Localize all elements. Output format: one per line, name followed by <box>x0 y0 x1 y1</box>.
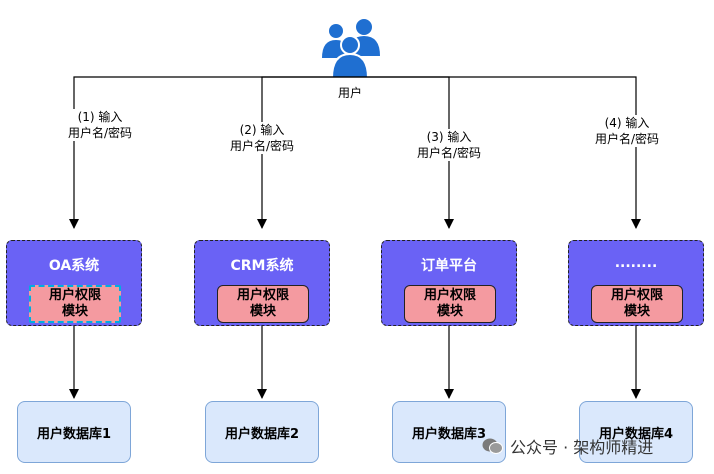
edge-step-4: (4) 输入 <box>604 116 650 130</box>
system-crm[interactable]: CRM系统 用户权限 模块 <box>194 240 330 326</box>
database-4[interactable]: 用户数据库4 <box>579 401 693 463</box>
edge-label-3: (3) 输入 用户名/密码 <box>416 129 482 161</box>
watermark-text: 公众号 · 架构师精进 <box>510 438 654 457</box>
edge-user-oa <box>69 76 350 229</box>
edge-text-3: 用户名/密码 <box>416 146 482 160</box>
edge-text-2: 用户名/密码 <box>229 139 295 153</box>
system-title: 订单平台 <box>421 258 477 274</box>
system-title: ........ <box>614 255 658 271</box>
watermark: 公众号 · 架构师精进 <box>482 434 653 458</box>
system-oa[interactable]: OA系统 用户权限 模块 <box>6 240 142 326</box>
system-order[interactable]: 订单平台 用户权限 模块 <box>381 240 517 326</box>
database-2[interactable]: 用户数据库2 <box>205 401 319 463</box>
edge-label-1: (1) 输入 用户名/密码 <box>67 109 133 141</box>
system-other[interactable]: ........ 用户权限 模块 <box>568 240 704 326</box>
system-title: OA系统 <box>48 258 100 274</box>
permission-module[interactable]: 用户权限 模块 <box>591 285 683 323</box>
user-label: 用户 <box>337 86 363 100</box>
wechat-icon <box>482 438 503 454</box>
edge-user-other <box>350 76 641 229</box>
database-3[interactable]: 用户数据库3 <box>392 401 506 463</box>
system-title: CRM系统 <box>230 258 294 274</box>
edge-label-4: (4) 输入 用户名/密码 <box>594 115 660 147</box>
edge-text-4: 用户名/密码 <box>594 132 660 146</box>
edge-text-1: 用户名/密码 <box>67 126 133 140</box>
users-icon <box>322 19 380 79</box>
edge-step-2: (2) 输入 <box>239 123 285 137</box>
permission-module[interactable]: 用户权限 模块 <box>404 285 496 323</box>
permission-module[interactable]: 用户权限 模块 <box>217 285 309 323</box>
edge-step-3: (3) 输入 <box>426 130 472 144</box>
edge-step-1: (1) 输入 <box>77 110 123 124</box>
edge-label-2: (2) 输入 用户名/密码 <box>229 122 295 154</box>
edge-user-crm <box>257 76 350 229</box>
permission-module[interactable]: 用户权限 模块 <box>29 285 121 323</box>
database-1[interactable]: 用户数据库1 <box>17 401 131 463</box>
